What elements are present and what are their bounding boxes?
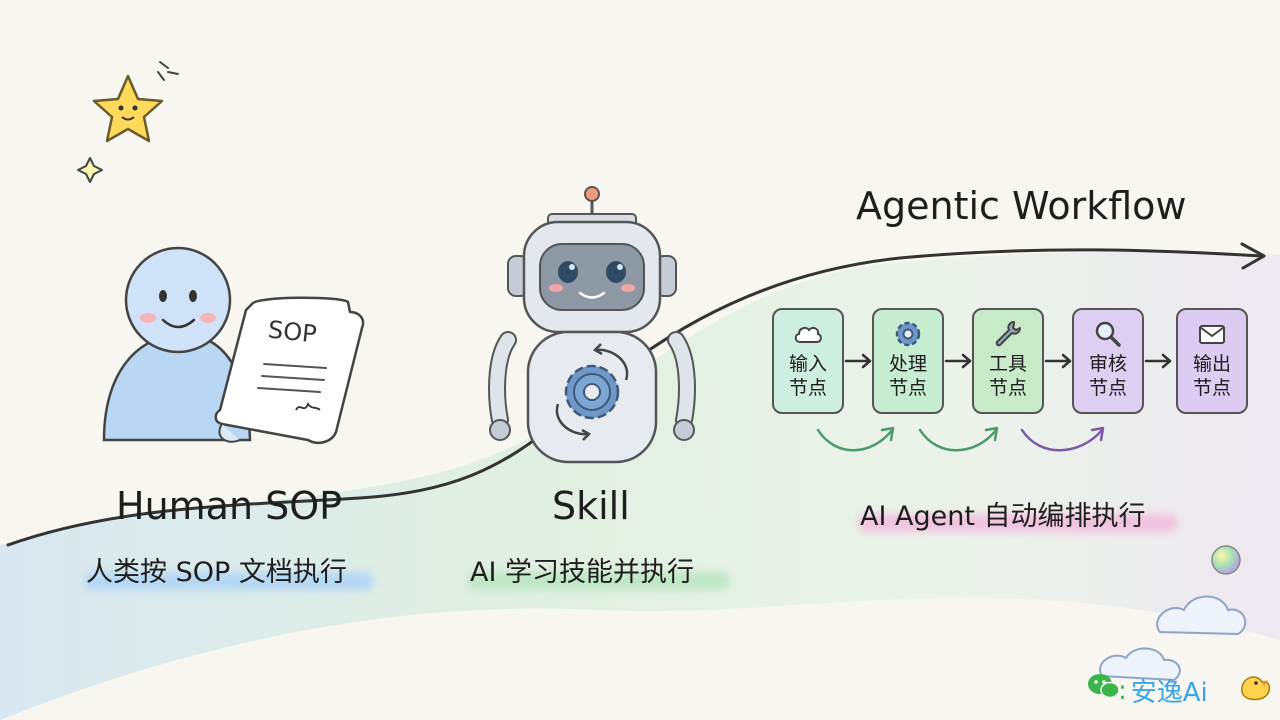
curve-arrowhead — [1240, 242, 1266, 270]
workflow-title: Agentic Workflow — [856, 184, 1187, 228]
star-icon — [92, 74, 164, 143]
node-label-line1: 处理 — [888, 353, 927, 375]
cloud-icon — [794, 326, 822, 343]
workflow-subtitle-highlight — [858, 514, 1178, 532]
node-label-line1: 输入 — [788, 353, 827, 375]
workflow-node-review: 审核节点 — [1072, 308, 1144, 414]
workflow-node-output: 输出节点 — [1176, 308, 1248, 414]
cloud-decoration — [1099, 595, 1247, 682]
gear-icon — [895, 321, 921, 347]
brand-watermark: : 安逸Ai — [1086, 672, 1208, 709]
workflow-node-input: 输入节点 — [772, 308, 844, 414]
node-label-line1: 工具 — [988, 353, 1027, 375]
wechat-icon — [1088, 674, 1120, 699]
sop-scroll-icon — [214, 296, 365, 444]
duck-icon — [1241, 676, 1271, 701]
envelope-icon — [1199, 325, 1225, 344]
human-character — [102, 246, 252, 442]
magnifier-icon — [1095, 321, 1121, 347]
skill-title: Skill — [552, 484, 630, 528]
gradient-ball — [1211, 545, 1241, 575]
brand-colon: : — [1118, 675, 1127, 706]
robot-gear-icon — [555, 343, 629, 441]
color-wash — [0, 251, 1280, 720]
wrench-icon — [995, 321, 1021, 347]
flow-swoosh-arrows — [816, 426, 1105, 452]
node-label-line1: 审核 — [1088, 353, 1127, 375]
skill-subtitle-highlight — [468, 572, 730, 590]
node-label-line2: 节点 — [988, 377, 1027, 399]
node-label-line2: 节点 — [888, 377, 927, 399]
sparkle-icon — [77, 157, 103, 183]
sparkle-lines — [157, 61, 179, 81]
human-subtitle-highlight — [84, 572, 374, 590]
workflow-subtitle: AI Agent 自动编排执行 — [860, 501, 1146, 532]
human-subtitle: 人类按 SOP 文档执行 — [86, 557, 347, 588]
brand-name: 安逸Ai — [1130, 678, 1208, 708]
human-title: Human SOP — [116, 484, 343, 528]
node-label-line2: 节点 — [1192, 377, 1231, 399]
node-label-line2: 节点 — [1088, 377, 1127, 399]
workflow-node-tool: 工具节点 — [972, 308, 1044, 414]
node-label-line1: 输出 — [1192, 353, 1231, 375]
node-label-line2: 节点 — [788, 377, 827, 399]
sop-doc-label: SOP — [266, 315, 318, 349]
node-connectors — [844, 353, 1172, 369]
skill-subtitle: AI 学习技能并执行 — [470, 557, 695, 588]
workflow-node-process: 处理节点 — [872, 308, 944, 414]
